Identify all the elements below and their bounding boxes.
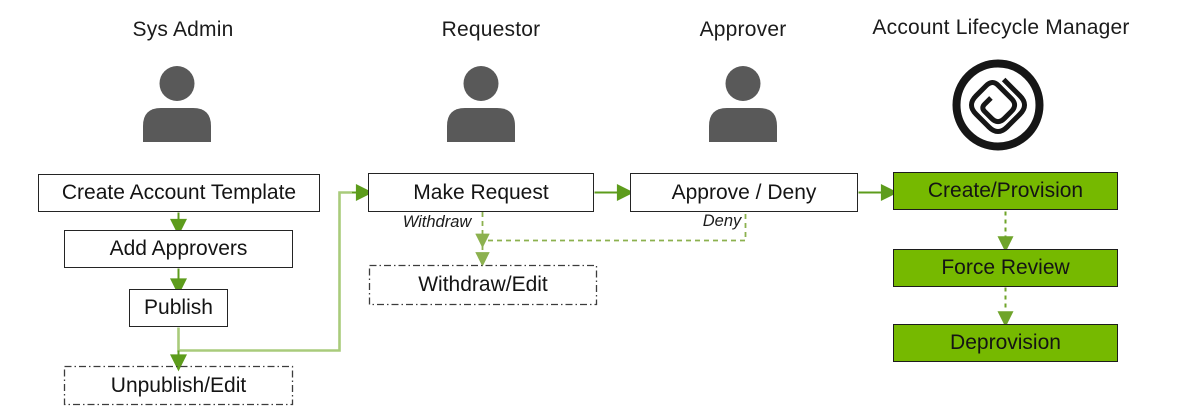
flow-box-unpublish-edit: Unpublish/Edit [64, 366, 293, 405]
flow-box-publish: Publish [129, 289, 228, 327]
flow-box-withdraw-edit: Withdraw/Edit [369, 265, 597, 305]
flow-box-label: Deprovision [950, 331, 1061, 354]
flow-box-force-review: Force Review [893, 249, 1118, 287]
lane-title-approver: Approver [699, 18, 787, 41]
flow-box-label: Publish [144, 296, 213, 319]
flow-box-label: Force Review [941, 256, 1070, 279]
person-icon [447, 66, 515, 142]
flow-box-label: Create/Provision [927, 179, 1084, 202]
flow-box-make-request: Make Request [368, 173, 594, 212]
flow-box-label: Create Account Template [61, 181, 297, 204]
flow-box-create-account-template: Create Account Template [38, 174, 320, 212]
flow-box-deprovision: Deprovision [893, 324, 1118, 362]
flow-box-add-approvers: Add Approvers [64, 230, 293, 268]
flow-box-create-provision: Create/Provision [893, 172, 1118, 210]
flow-box-label: Withdraw/Edit [418, 273, 548, 296]
account-lifecycle-manager-logo-icon [952, 59, 1044, 151]
person-icon [709, 66, 777, 142]
flow-box-label: Add Approvers [109, 237, 248, 260]
flow-box-label: Unpublish/Edit [110, 373, 247, 397]
flow-box-label: Approve / Deny [671, 180, 817, 204]
flow-box-label: Make Request [413, 180, 549, 204]
lane-title-sys-admin: Sys Admin [132, 18, 234, 41]
person-icon [143, 66, 211, 142]
lane-title-account-lifecycle-manager: Account Lifecycle Manager [872, 16, 1130, 39]
edge-label-deny: Deny [702, 212, 742, 230]
edge-label-withdraw: Withdraw [402, 213, 472, 231]
lane-title-requestor: Requestor [441, 18, 541, 41]
flow-box-approve-deny: Approve / Deny [630, 173, 858, 212]
